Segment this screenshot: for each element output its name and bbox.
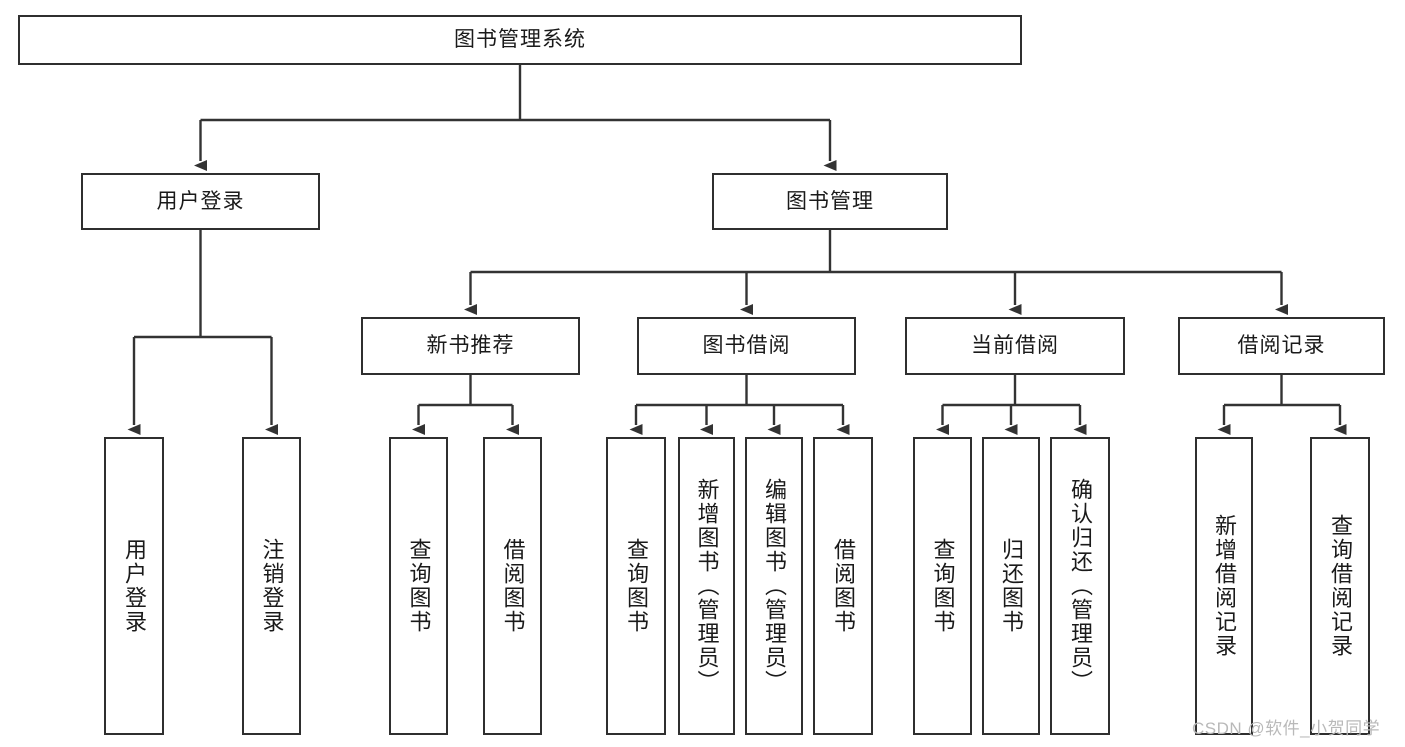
node-label: 用户登录	[121, 538, 147, 634]
node-leaf-borrow-book-1[interactable]: 借阅图书	[483, 437, 542, 735]
node-root[interactable]: 图书管理系统	[18, 15, 1022, 65]
node-leaf-user-login[interactable]: 用户登录	[104, 437, 164, 735]
node-leaf-add-record[interactable]: 新增借阅记录	[1195, 437, 1253, 735]
node-new-book-rec[interactable]: 新书推荐	[361, 317, 580, 375]
node-book-borrow[interactable]: 图书借阅	[637, 317, 856, 375]
node-leaf-logout[interactable]: 注销登录	[242, 437, 301, 735]
node-label: 编辑图书（管理员）	[761, 478, 787, 694]
node-label: 当前借阅	[971, 334, 1059, 358]
node-label: 新书推荐	[426, 334, 515, 358]
node-user-login[interactable]: 用户登录	[81, 173, 320, 230]
node-leaf-query-record[interactable]: 查询借阅记录	[1310, 437, 1370, 735]
node-leaf-return-book[interactable]: 归还图书	[982, 437, 1040, 735]
node-leaf-query-book-1[interactable]: 查询图书	[389, 437, 448, 735]
node-borrow-record[interactable]: 借阅记录	[1178, 317, 1385, 375]
node-label: 查询图书	[406, 538, 432, 634]
node-leaf-query-book-2[interactable]: 查询图书	[606, 437, 666, 735]
node-label: 新增借阅记录	[1211, 514, 1237, 658]
node-label: 图书借阅	[702, 334, 791, 358]
node-label: 图书管理系统	[454, 28, 586, 52]
node-leaf-confirm-return[interactable]: 确认归还（管理员）	[1050, 437, 1110, 735]
node-label: 用户登录	[156, 189, 245, 213]
node-label: 确认归还（管理员）	[1067, 478, 1093, 694]
node-label: 注销登录	[259, 538, 285, 634]
node-current-borrow[interactable]: 当前借阅	[905, 317, 1125, 375]
node-label: 图书管理	[786, 189, 874, 213]
node-leaf-add-book[interactable]: 新增图书（管理员）	[678, 437, 735, 735]
node-label: 借阅图书	[830, 538, 856, 634]
node-leaf-borrow-book-2[interactable]: 借阅图书	[813, 437, 873, 735]
node-label: 查询借阅记录	[1327, 514, 1353, 658]
node-label: 借阅图书	[500, 538, 526, 634]
node-book-manage[interactable]: 图书管理	[712, 173, 948, 230]
node-label: 查询图书	[623, 538, 649, 634]
node-label: 借阅记录	[1237, 334, 1326, 358]
node-label: 新增图书（管理员）	[694, 478, 720, 694]
node-label: 归还图书	[998, 538, 1024, 634]
node-label: 查询图书	[930, 538, 956, 634]
csdn-watermark: CSDN @软件_小贺同学	[1192, 719, 1381, 738]
node-leaf-edit-book[interactable]: 编辑图书（管理员）	[745, 437, 803, 735]
node-leaf-query-book-3[interactable]: 查询图书	[913, 437, 972, 735]
